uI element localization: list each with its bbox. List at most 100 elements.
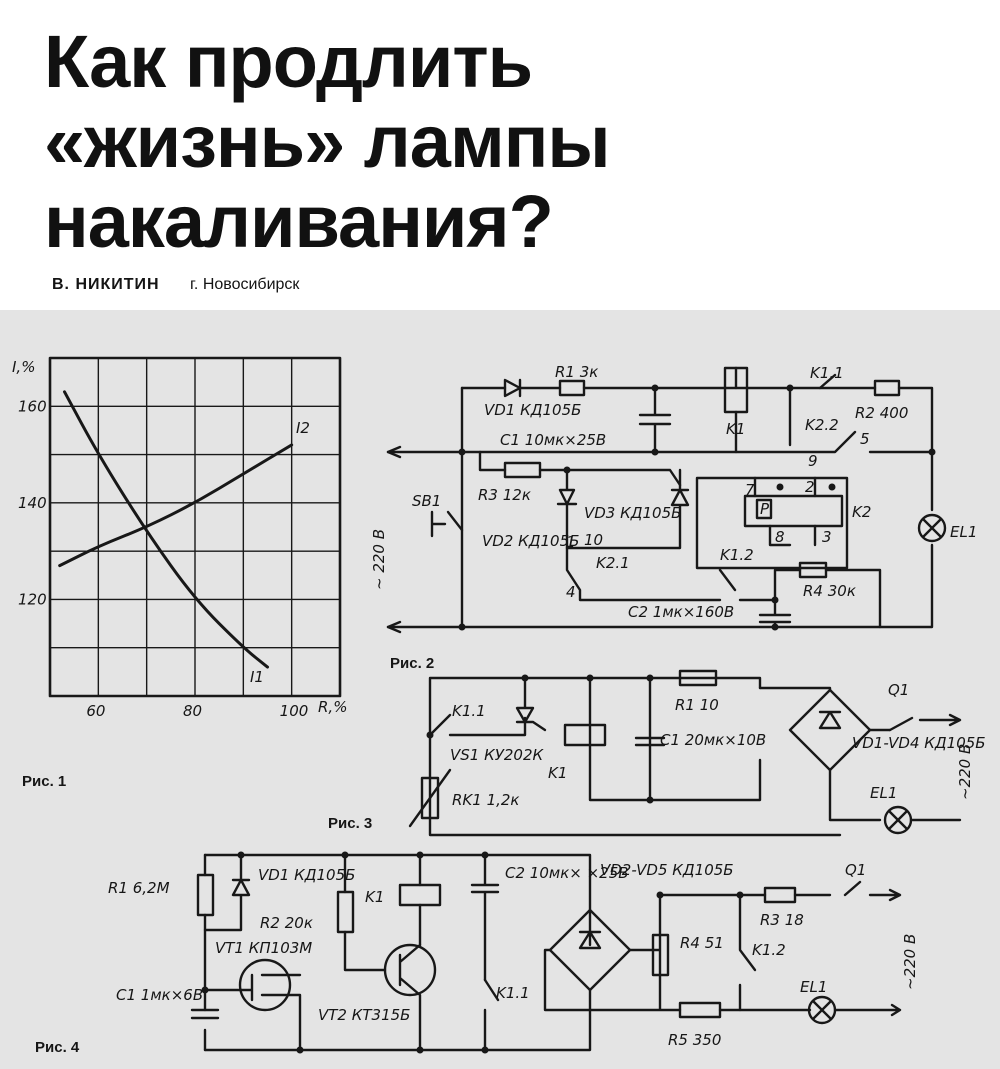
fig4-bridge <box>548 908 632 992</box>
fig2-vd3-diode <box>565 468 690 550</box>
fig2-k22-label: K2.2 <box>805 416 839 434</box>
fig4-r1-label: R1 6,2М <box>108 879 170 897</box>
title-line-3: накаливания? <box>44 180 554 263</box>
fig2-pin-10: 10 <box>584 531 603 549</box>
fig4-vt1-label: VT1 КП103М <box>215 939 312 957</box>
fig4-r4-resistor <box>651 933 670 977</box>
fig3-vd-label: VD1-VD4 КД105Б <box>852 734 986 752</box>
fig2-c2-label: C2 1мк×160В <box>628 603 734 621</box>
title-line-1: Как продлить <box>44 20 533 103</box>
fig4-vt1-transistor <box>238 958 292 1012</box>
fig4-k11-contact <box>483 978 500 1052</box>
fig4-c1-capacitor <box>190 1008 220 1020</box>
fig2-k11-label: K1.1 <box>810 364 844 382</box>
fig4-r2-wires <box>343 853 387 972</box>
fig4-r2-resistor <box>336 890 355 934</box>
fig4-vd25-label: VD2-VD5 КД105Б <box>600 861 734 879</box>
author-city: г. Новосибирск <box>190 276 300 293</box>
fig2-c2-capacitor <box>758 598 792 629</box>
fig4-k12-label: K1.2 <box>752 941 786 959</box>
fig2-pin-p: P <box>760 500 770 518</box>
fig2-vd3-label: VD3 КД105Б <box>584 504 681 522</box>
fig2-schematic: R1 3к VD1 КД105Б C1 10мк×25В K1 K1.1 R2 … <box>370 363 977 672</box>
fig4-k12-contact <box>738 893 757 1012</box>
fig2-k21-contact <box>565 546 722 602</box>
fig3-rk1-slash <box>408 768 452 828</box>
fig4-vt2-transistor <box>383 943 437 997</box>
title-line-2: «жизнь» лампы <box>44 100 611 183</box>
fig2-k12-label: K1.2 <box>720 546 754 564</box>
fig2-k2-label: K2 <box>852 503 871 521</box>
fig2-vd2-diode <box>556 468 578 550</box>
fig4-q1-label: Q1 <box>845 861 866 879</box>
fig1-caption: Рис. 1 <box>22 773 66 790</box>
author-name: В. НИКИТИН <box>52 276 160 293</box>
fig2-k2-p-pin <box>755 498 773 520</box>
fig2-bottom-rail <box>386 543 934 629</box>
fig4-k1-coil <box>398 883 442 907</box>
fig4-r1-resistor <box>196 873 215 917</box>
fig2-r1-label: R1 3к <box>555 363 598 381</box>
fig2-k2-leads <box>753 476 817 547</box>
fig2-pin-9: 9 <box>808 452 818 470</box>
fig2-vd1-label: VD1 КД105Б <box>484 401 581 419</box>
fig3-c1-label: C1 20мк×10В <box>660 731 766 749</box>
fig4-schematic: R1 6,2М VD1 КД105Б R2 20к VT1 КП103М K1 … <box>35 851 919 1056</box>
fig4-r5-resistor <box>678 1001 722 1019</box>
fig3-k11-contact <box>428 713 527 737</box>
fig2-nodes <box>458 384 936 631</box>
fig2-supply-label: ~ 220 В <box>370 529 388 590</box>
fig3-supply-label: ~220 В <box>956 744 974 800</box>
fig3-vs1-thyristor <box>515 676 547 732</box>
fig2-pin-2: 2 <box>805 478 815 496</box>
fig4-vt2-leads <box>398 943 422 1052</box>
fig2-k2-relay <box>695 476 849 570</box>
fig3-q1-label: Q1 <box>888 681 909 699</box>
fig3-q1-switch <box>888 713 962 732</box>
fig3-k1-coil <box>563 723 607 747</box>
fig3-r1-resistor <box>678 669 718 687</box>
fig2-c1-label: C1 10мк×25В <box>500 431 606 449</box>
fig2-vd1-diode <box>503 378 522 398</box>
fig3-rk1-label: RK1 1,2к <box>452 791 520 809</box>
fig3-k1-label: K1 <box>548 764 567 782</box>
fig4-top-rail <box>203 853 592 947</box>
byline: В. НИКИТИН г. Новосибирск <box>52 276 299 294</box>
fig1-curve-label-i1: I1 <box>250 668 264 686</box>
figures-panel <box>0 310 1000 1069</box>
fig1-x-axis-label: R,% <box>318 698 347 716</box>
fig2-pin-7: 7 <box>745 481 755 499</box>
fig2-k1-label: K1 <box>726 420 745 438</box>
fig4-supply-label: ~220 В <box>901 934 919 990</box>
fig2-pin-5: 5 <box>860 430 870 448</box>
fig3-el1-label: EL1 <box>870 784 897 802</box>
fig2-mid-rail <box>386 430 934 454</box>
fig4-c1-label: C1 1мк×6В <box>116 986 203 1004</box>
fig2-k12-contact <box>718 568 882 629</box>
fig2-r4-label: R4 30к <box>803 582 856 600</box>
fig4-vd1-label: VD1 КД105Б <box>258 866 355 884</box>
fig3-el1-cross <box>887 809 962 831</box>
fig1-y-axis-label: I,% <box>12 358 35 376</box>
fig4-bridge-wires <box>543 893 767 1012</box>
fig4-vt2-label: VT2 КТ315Б <box>318 1006 410 1024</box>
fig2-el1-cross <box>921 517 943 539</box>
fig1-x-tick-label: 60 <box>86 702 105 720</box>
fig3-vs1-label: VS1 КУ202К <box>450 746 545 764</box>
fig4-k11-label: K1.1 <box>496 984 530 1002</box>
fig1-grid <box>49 357 341 697</box>
fig4-r3-label: R3 18 <box>760 911 804 929</box>
fig1-x-tick-label: 100 <box>280 702 309 720</box>
fig2-c1-capacitor <box>638 386 672 454</box>
fig2-r3-wire <box>478 450 682 487</box>
fig2-sb1-button <box>430 510 464 538</box>
fig3-rk1-thermistor <box>420 776 440 820</box>
fig2-r1-resistor <box>558 379 586 397</box>
fig2-caption: Рис. 2 <box>390 655 434 672</box>
fig4-c2-capacitor <box>470 853 500 982</box>
fig2-pin-1: 1 <box>566 533 576 551</box>
fig2-r2-resistor <box>873 379 901 397</box>
fig4-vd1-diode <box>203 853 251 932</box>
